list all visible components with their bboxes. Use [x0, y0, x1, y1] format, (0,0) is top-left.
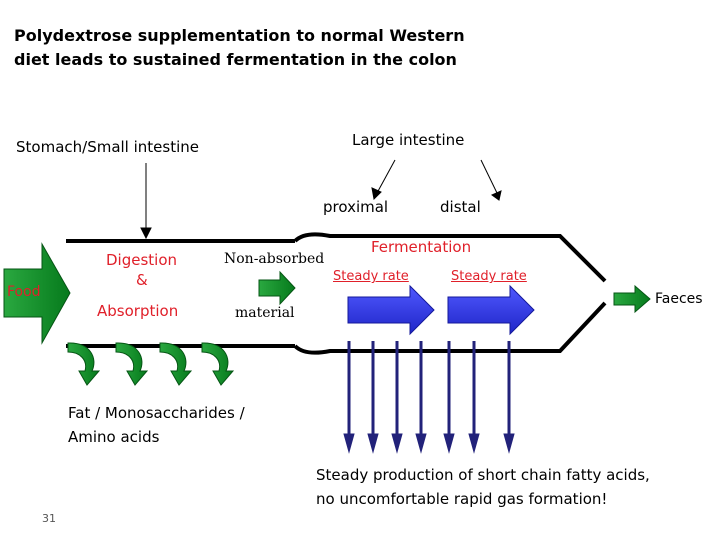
food-label: Food [7, 284, 41, 300]
absorption-label: Absorption [97, 302, 179, 320]
scfa-arrows [343, 341, 515, 454]
slide-number: 31 [42, 512, 56, 525]
absorption-arrows [67, 342, 235, 386]
intestine-tube [66, 232, 607, 355]
fermentation-label: Fermentation [371, 238, 472, 256]
non-absorbed-label: Non-absorbed [224, 251, 325, 267]
faeces-arrow [613, 284, 651, 314]
absorbed-nutrients-line-1: Fat / Monosaccharides / [68, 404, 245, 422]
slide-title: Polydextrose supplementation to normal W… [14, 24, 474, 72]
non-absorbed-arrow [258, 270, 296, 306]
proximal-label: proximal [323, 198, 389, 216]
steady-rate-label-2: Steady rate [451, 269, 527, 284]
absorption-arrow-3 [159, 342, 193, 386]
absorption-arrow-4 [201, 342, 235, 386]
ampersand-label: & [136, 271, 148, 289]
large-intestine-label: Large intestine [352, 131, 465, 149]
title-line-1: Polydextrose supplementation to normal W… [14, 26, 465, 45]
absorption-arrow-1 [67, 342, 101, 386]
steady-rate-arrow-1 [347, 284, 435, 336]
absorbed-nutrients-line-2: Amino acids [68, 428, 160, 446]
absorption-arrow-2 [115, 342, 149, 386]
steady-rate-arrow-2 [447, 284, 535, 336]
scfa-note-line-1: Steady production of short chain fatty a… [316, 466, 650, 484]
steady-rate-label-1: Steady rate [333, 269, 409, 284]
scfa-note-line-2: no uncomfortable rapid gas formation! [316, 490, 608, 508]
faeces-label: Faeces [655, 291, 703, 307]
distal-label: distal [440, 198, 481, 216]
material-label: material [235, 305, 295, 321]
digestion-label: Digestion [106, 251, 178, 269]
stomach-label: Stomach/Small intestine [16, 138, 200, 156]
pointer-arrows [140, 159, 502, 240]
title-line-2: diet leads to sustained fermentation in … [14, 50, 457, 69]
food-arrow [3, 242, 71, 345]
